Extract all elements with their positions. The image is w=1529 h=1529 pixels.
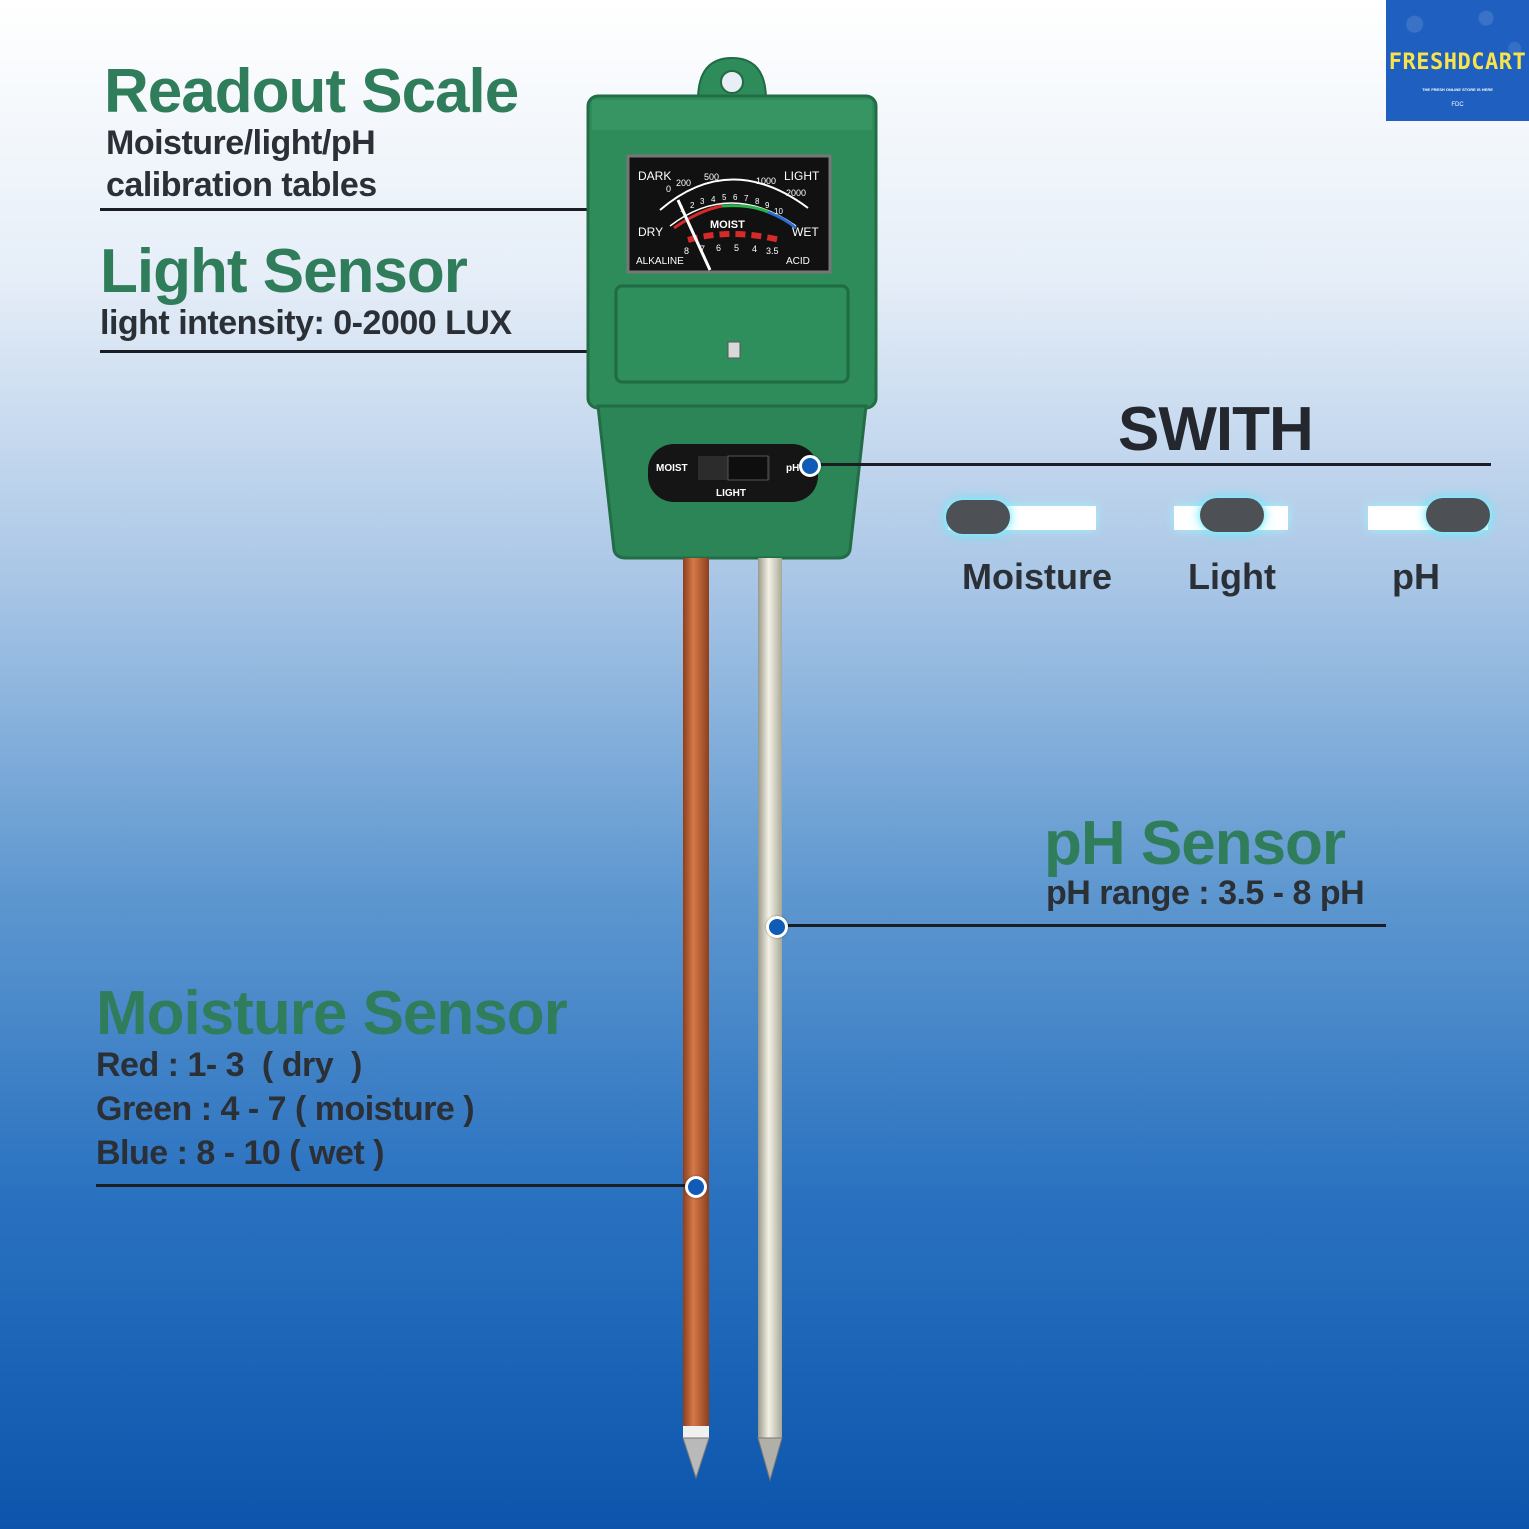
moisture-sensor-line-blue: Blue : 8 - 10 ( wet ) (96, 1134, 385, 1172)
moist-tick: 6 (733, 193, 738, 202)
brand-mark: FDC (1451, 102, 1464, 108)
lux-tick: 500 (704, 172, 719, 182)
switch-slider (727, 455, 769, 481)
moist-tick: 10 (774, 207, 783, 216)
lux-tick: 1000 (756, 176, 776, 186)
moisture-sensor-marker (685, 1176, 707, 1198)
gauge-dry-label: DRY (638, 225, 663, 239)
gauge-moist-label: MOIST (710, 219, 745, 231)
gauge-lux-ticks: 0 200 500 1000 2000 (666, 172, 806, 198)
ph-tick: 8 (684, 246, 689, 256)
ph-tick: 5 (734, 243, 739, 253)
toggle-ph (1366, 496, 1492, 538)
switch-ph-label: pH (786, 463, 799, 474)
moisture-sensor-line-green: Green : 4 - 7 ( moisture ) (96, 1090, 475, 1128)
readout-line2: calibration tables (106, 166, 377, 204)
brand-name: FRESHDCART (1388, 50, 1527, 75)
brand-tagline: THE FRESH ONLINE STORE IS HERE (1422, 87, 1493, 92)
gauge-moist-ticks: 1 2 3 4 5 6 7 8 9 10 (680, 193, 783, 216)
moist-tick: 7 (744, 194, 749, 203)
switch-leader-line (808, 463, 1491, 466)
gauge-alkaline-label: ALKALINE (636, 256, 684, 267)
toggle-light (1172, 496, 1290, 538)
switch-marker (799, 455, 821, 477)
readout-line1: Moisture/light/pH (106, 124, 376, 162)
ph-tick: 4 (752, 244, 757, 254)
toggle-moisture-label: Moisture (962, 556, 1113, 597)
toggle-ph-label: pH (1392, 556, 1440, 597)
gauge-dark-label: DARK (638, 169, 671, 183)
moisture-sensor-title: Moisture Sensor (96, 979, 568, 1048)
moist-tick: 8 (755, 197, 760, 206)
switch-moist-label: MOIST (656, 463, 688, 474)
light-sensor-leader-line (100, 350, 716, 353)
ph-tick: 3.5 (766, 246, 779, 256)
gauge-ph-ticks: 8 7 6 5 4 3.5 (684, 243, 779, 256)
readout-leader-line (100, 208, 632, 211)
moist-tick: 1 (680, 205, 685, 214)
toggle-moisture-knob (946, 500, 1010, 534)
ph-sensor-desc: pH range : 3.5 - 8 pH (1046, 874, 1365, 912)
gauge-wet-label: WET (792, 225, 819, 239)
switch-title: SWITH (1118, 395, 1314, 464)
toggle-light-knob (1200, 498, 1264, 532)
lux-tick: 200 (676, 178, 691, 188)
moist-tick: 2 (690, 201, 695, 210)
light-sensor-desc: light intensity: 0-2000 LUX (100, 304, 512, 342)
moist-tick: 3 (700, 197, 705, 206)
gauge-needle (676, 199, 712, 271)
brand-logo: FRESHDCART THE FRESH ONLINE STORE IS HER… (1386, 0, 1529, 121)
gauge-window (626, 154, 832, 274)
ph-tick: 7 (700, 244, 705, 254)
ph-sensor-leader-line (776, 924, 1386, 927)
gauge-light-label: LIGHT (784, 169, 820, 183)
toggle-ph-knob (1426, 498, 1490, 532)
light-sensor-title: Light Sensor (100, 237, 468, 306)
ph-sensor-marker (766, 916, 788, 938)
gauge-acid-label: ACID (786, 256, 810, 267)
switch-light-label: LIGHT (716, 488, 746, 499)
light-sensor-window (614, 284, 850, 384)
readout-title: Readout Scale (104, 57, 519, 126)
lux-tick: 2000 (786, 188, 806, 198)
ph-probe (758, 558, 782, 1438)
moist-tick: 5 (722, 193, 727, 202)
toggle-moisture (944, 496, 1096, 538)
toggle-light-label: Light (1188, 556, 1276, 597)
moisture-sensor-line-red: Red : 1- 3 ( dry ) (96, 1046, 362, 1084)
ph-sensor-title: pH Sensor (1044, 809, 1346, 878)
ph-tick: 6 (716, 243, 721, 253)
moisture-sensor-leader-line (96, 1184, 696, 1187)
moist-tick: 9 (765, 201, 770, 210)
moist-tick: 4 (711, 195, 716, 204)
soil-meter-device: DARK LIGHT DRY WET MOIST ALKALINE ACID 0… (586, 56, 878, 1482)
moisture-probe (683, 558, 709, 1434)
lux-tick: 0 (666, 184, 671, 194)
